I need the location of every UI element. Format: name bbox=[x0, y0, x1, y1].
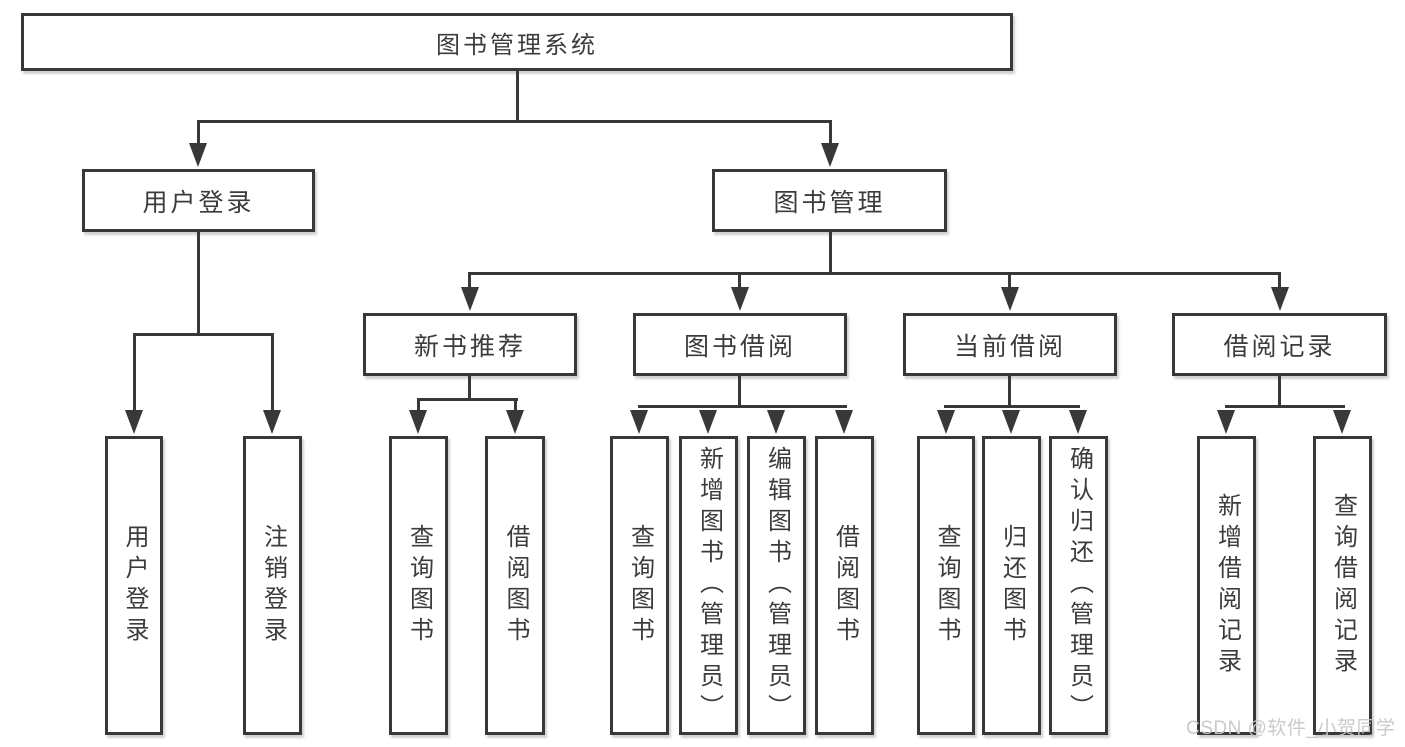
node-leaf-query-books-2: 查询图书 bbox=[610, 436, 669, 735]
node-book-management: 图书管理 bbox=[712, 169, 947, 232]
arrowhead-sec2-leaf0 bbox=[937, 410, 955, 434]
connector-book-mgmt-stem bbox=[829, 232, 832, 275]
connector-sec3-bar bbox=[1225, 405, 1345, 408]
connector-sec2-stem bbox=[1008, 376, 1011, 408]
arrowhead-sec3-leaf1 bbox=[1333, 410, 1351, 434]
node-leaf-borrow-books-2: 借阅图书 bbox=[815, 436, 874, 735]
connector-user-login-stem bbox=[197, 232, 200, 336]
arrowhead-new-book bbox=[461, 287, 479, 311]
connector-stem-current-borrow bbox=[1008, 272, 1011, 290]
arrowhead-login-leaf bbox=[125, 410, 143, 434]
connector-root-stem bbox=[516, 71, 519, 123]
connector-sec1-bar bbox=[638, 405, 847, 408]
node-leaf-add-book-admin: 新增图书（管理员） bbox=[679, 436, 738, 735]
arrowhead-sec1-leaf2 bbox=[767, 410, 785, 434]
node-leaf-return-books: 归还图书 bbox=[982, 436, 1041, 735]
node-borrow-records: 借阅记录 bbox=[1172, 313, 1387, 376]
arrowhead-sec1-leaf0 bbox=[630, 410, 648, 434]
connector-stem-book-borrow bbox=[738, 272, 741, 290]
node-new-book-recommend: 新书推荐 bbox=[363, 313, 577, 376]
node-leaf-query-books-3: 查询图书 bbox=[917, 436, 975, 735]
arrowhead-sec1-leaf1 bbox=[699, 410, 717, 434]
arrowhead-sec1-leaf3 bbox=[835, 410, 853, 434]
connector-stem-logout-leaf bbox=[271, 333, 274, 415]
node-library-system: 图书管理系统 bbox=[21, 13, 1013, 71]
node-leaf-confirm-return-admin: 确认归还（管理员） bbox=[1049, 436, 1108, 735]
connector-stem-login-leaf bbox=[133, 333, 136, 415]
connector-user-login-bar bbox=[133, 333, 274, 336]
connector-book-mgmt-bar bbox=[468, 272, 1281, 275]
arrowhead-sec3-leaf0 bbox=[1217, 410, 1235, 434]
node-leaf-query-borrow-record: 查询借阅记录 bbox=[1313, 436, 1372, 735]
arrowhead-sec2-leaf1 bbox=[1002, 410, 1020, 434]
connector-sec2-bar bbox=[944, 405, 1080, 408]
arrowhead-current-borrow bbox=[1001, 287, 1019, 311]
connector-sec0-leaf1-stem bbox=[514, 398, 517, 414]
node-leaf-edit-book-admin: 编辑图书（管理员） bbox=[747, 436, 806, 735]
connector-stem-borrow-records bbox=[1278, 272, 1281, 290]
connector-sec0-bar bbox=[417, 398, 518, 401]
connector-sec1-stem bbox=[738, 376, 741, 408]
arrowhead-sec0-leaf0 bbox=[409, 410, 427, 434]
arrowhead-book-mgmt bbox=[821, 143, 839, 167]
connector-stem-book-mgmt bbox=[829, 120, 832, 150]
node-leaf-add-borrow-record: 新增借阅记录 bbox=[1197, 436, 1256, 735]
arrowhead-user-login bbox=[189, 143, 207, 167]
connector-stem-user-login bbox=[197, 120, 200, 150]
connector-sec0-stem bbox=[468, 376, 471, 401]
node-current-borrow: 当前借阅 bbox=[903, 313, 1117, 376]
node-leaf-logout: 注销登录 bbox=[243, 436, 302, 735]
arrowhead-borrow-records bbox=[1271, 287, 1289, 311]
node-user-login: 用户登录 bbox=[82, 169, 315, 232]
arrowhead-book-borrow bbox=[731, 287, 749, 311]
node-leaf-query-books-1: 查询图书 bbox=[389, 436, 448, 735]
node-book-borrow: 图书借阅 bbox=[633, 313, 847, 376]
csdn-watermark: CSDN @软件_小贺同学 bbox=[1186, 718, 1396, 739]
connector-root-bar bbox=[197, 120, 832, 123]
connector-sec0-leaf0-stem bbox=[417, 398, 420, 414]
arrowhead-sec2-leaf2 bbox=[1069, 410, 1087, 434]
node-leaf-borrow-books-1: 借阅图书 bbox=[485, 436, 545, 735]
arrowhead-logout-leaf bbox=[263, 410, 281, 434]
connector-sec3-stem bbox=[1278, 376, 1281, 408]
node-leaf-user-login: 用户登录 bbox=[105, 436, 163, 735]
connector-stem-new-book bbox=[468, 272, 471, 290]
arrowhead-sec0-leaf1 bbox=[506, 410, 524, 434]
